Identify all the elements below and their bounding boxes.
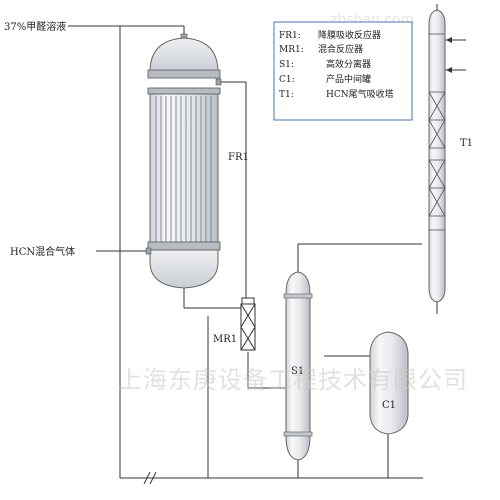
legend-code-c1: C1: <box>279 75 295 85</box>
legend-code-fr1: FR1: <box>279 31 301 41</box>
piping <box>68 4 466 479</box>
mr1-label: MR1 <box>213 334 237 345</box>
watermark-company: 上海东庚设备工程技术有限公司 <box>118 366 468 394</box>
legend-desc-mr1: 混合反应器 <box>318 43 363 55</box>
c1-label: C1 <box>382 400 396 411</box>
legend-desc-c1: 产品中间罐 <box>326 73 371 85</box>
s1-separator <box>283 271 313 461</box>
legend-code-t1: T1: <box>279 90 294 100</box>
legend-code-s1: S1: <box>279 60 294 70</box>
legend-desc-fr1: 降膜吸收反应器 <box>318 29 381 41</box>
pipe-break-icon <box>143 471 157 485</box>
flow-arrows <box>446 37 452 73</box>
legend-box: FR1: 降膜吸收反应器 MR1: 混合反应器 S1: 高效分离器 C1: 产品… <box>273 21 413 121</box>
s1-label: S1 <box>291 366 304 377</box>
hcn-gas-inlet-label: HCN混合气体 <box>10 245 75 258</box>
fr1-reactor <box>145 33 222 289</box>
legend-code-mr1: MR1: <box>279 45 304 55</box>
legend-desc-s1: 高效分离器 <box>326 58 371 70</box>
c1-tank <box>369 331 409 435</box>
t1-tower <box>428 9 446 303</box>
formaldehyde-inlet-label: 37%甲醛溶液 <box>4 20 66 33</box>
t1-label: T1 <box>460 138 473 149</box>
fr1-label: FR1 <box>228 152 249 163</box>
legend-desc-t1: HCN尾气吸收塔 <box>326 88 394 100</box>
mr1-mixer <box>240 297 256 351</box>
